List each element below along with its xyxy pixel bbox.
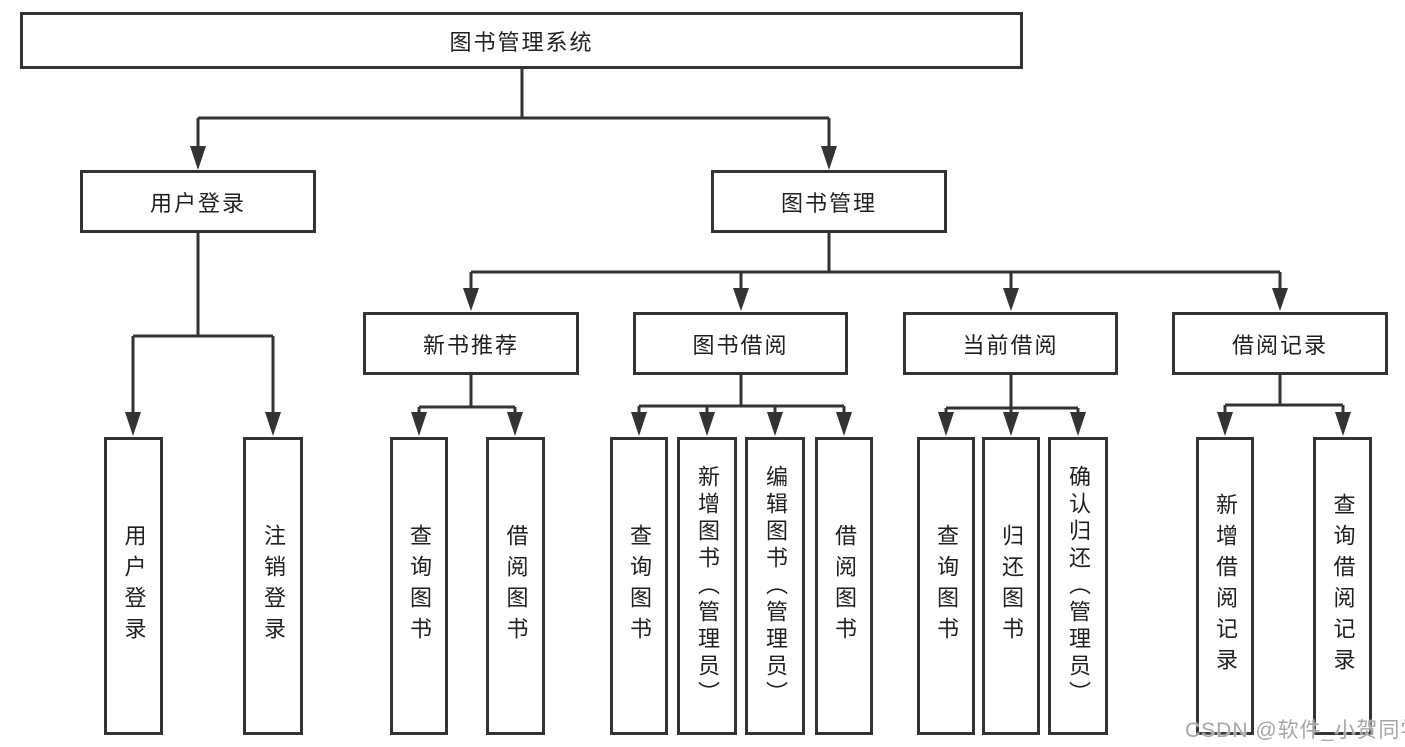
arrowhead-leaf-add-books	[699, 412, 715, 436]
arrowhead-leaf-query-books-2	[631, 412, 647, 436]
leaf-label: 借阅图书	[503, 524, 529, 648]
leaf-add-borrow-record: 新增借阅记录	[1196, 437, 1254, 735]
node-new-book-recommend: 新书推荐	[363, 312, 579, 375]
arrowhead-book-borrow	[733, 288, 749, 311]
arrowhead-borrow-records	[1272, 288, 1288, 311]
connector-records-to-leaves	[1223, 375, 1345, 413]
leaf-query-books-borrow: 查询图书	[610, 437, 668, 735]
connector-recommend-to-leaves	[417, 375, 517, 413]
connector-root-to-level2	[196, 68, 831, 149]
leaf-query-books-current: 查询图书	[917, 437, 975, 735]
node-label: 当前借阅	[962, 332, 1059, 358]
leaf-user-login: 用户登录	[104, 437, 163, 735]
leaf-query-borrow-record: 查询借阅记录	[1313, 437, 1372, 735]
node-label: 图书借阅	[692, 332, 789, 358]
node-book-management: 图书管理	[711, 170, 947, 233]
leaf-add-books-admin: 新增图书（管理员）	[677, 437, 737, 735]
arrowhead-book-management	[821, 146, 837, 170]
connector-bookmgmt-to-level3	[469, 233, 1282, 290]
node-borrow-records: 借阅记录	[1172, 312, 1388, 375]
arrowhead-leaf-borrow-books-1	[507, 412, 523, 436]
connector-borrow-to-leaves	[637, 375, 846, 413]
leaf-borrow-books-recommend: 借阅图书	[486, 437, 545, 735]
node-label: 图书管理系统	[449, 29, 594, 55]
arrowhead-new-book-recommend	[463, 288, 479, 311]
node-label: 图书管理	[780, 190, 877, 216]
node-label: 借阅记录	[1231, 332, 1328, 358]
connector-current-to-leaves	[944, 375, 1080, 413]
leaf-label: 确认归还（管理员）	[1066, 464, 1091, 708]
arrowhead-leaf-query-record	[1335, 412, 1351, 436]
leaf-confirm-return-admin: 确认归还（管理员）	[1048, 437, 1108, 735]
leaf-label: 用户登录	[121, 524, 147, 648]
leaf-query-books-recommend: 查询图书	[390, 437, 448, 735]
arrowhead-leaf-return-books	[1003, 412, 1019, 436]
arrowhead-leaf-query-books-3	[938, 412, 954, 436]
leaf-edit-books-admin: 编辑图书（管理员）	[745, 437, 805, 735]
leaf-label: 查询图书	[407, 524, 432, 648]
arrowhead-leaf-borrow-books-2	[836, 412, 852, 436]
arrowhead-leaf-edit-books	[767, 412, 783, 436]
leaf-label: 归还图书	[999, 524, 1024, 648]
arrowhead-leaf-query-books-1	[411, 412, 427, 436]
leaf-label: 查询图书	[627, 524, 652, 648]
leaf-label: 注销登录	[261, 524, 286, 648]
leaf-label: 借阅图书	[832, 524, 857, 648]
node-library-management-system: 图书管理系统	[20, 12, 1023, 69]
leaf-borrow-books-borrow: 借阅图书	[815, 437, 873, 735]
node-user-login: 用户登录	[80, 170, 316, 233]
arrowhead-leaf-logout	[265, 412, 281, 436]
node-book-borrow: 图书借阅	[633, 312, 848, 375]
leaf-label: 查询借阅记录	[1330, 493, 1356, 679]
node-current-borrow: 当前借阅	[903, 312, 1118, 375]
leaf-label: 新增图书（管理员）	[695, 464, 720, 708]
arrowhead-current-borrow	[1003, 288, 1019, 311]
leaf-logout: 注销登录	[243, 437, 303, 735]
leaf-label: 查询图书	[934, 524, 959, 648]
arrowhead-user-login	[190, 146, 206, 170]
leaf-label: 新增借阅记录	[1213, 493, 1238, 679]
leaf-return-books: 归还图书	[982, 437, 1040, 735]
arrowhead-leaf-add-record	[1217, 412, 1233, 436]
connector-userlogin-to-leaves	[131, 233, 275, 413]
arrowhead-leaf-confirm-return	[1070, 412, 1086, 436]
node-label: 新书推荐	[422, 332, 519, 358]
node-label: 用户登录	[149, 190, 246, 216]
leaf-label: 编辑图书（管理员）	[763, 464, 788, 708]
arrowhead-leaf-user-login	[125, 412, 141, 436]
